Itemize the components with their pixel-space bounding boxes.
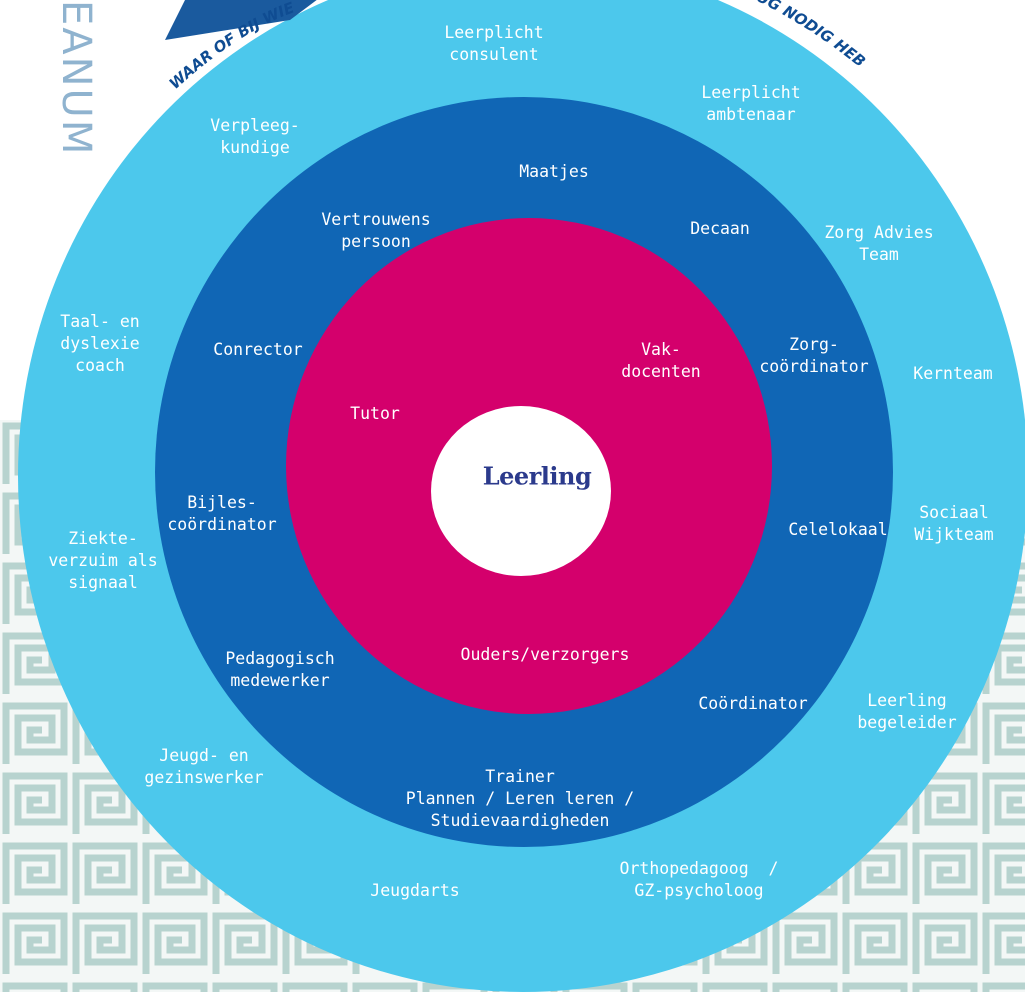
outer-label-verpleegkundige: Verpleeg- kundige [210, 116, 300, 157]
middle-label-pedagogisch: Pedagogisch medewerker [225, 649, 335, 690]
svg-text:RUG NODIG HEB: RUG NODIG HEB [743, 0, 869, 71]
inner-label-vakdocenten: Vak- docenten [621, 340, 701, 381]
outer-label-leerling-begeleider: Leerling begeleider [857, 691, 957, 732]
outer-label-jeugd-gezinswerker: Jeugd- en gezinswerker [144, 746, 264, 787]
outer-label-sociaal-wijkteam: Sociaal Wijkteam [914, 503, 994, 544]
outer-label-ziekteverzuim: Ziekte- verzuim als signaal [48, 529, 158, 592]
outer-label-taal-dyslexie: Taal- en dyslexie coach [60, 312, 140, 375]
middle-label-bijlescoordinator: Bijles- coördinator [167, 493, 277, 534]
outer-label-leerplicht-ambtenaar: Leerplicht ambtenaar [701, 83, 801, 124]
middle-label-vertrouwenspersoon: Vertrouwens persoon [321, 210, 431, 251]
middle-label-celelokaal: Celelokaal [788, 520, 888, 539]
middle-label-maatjes: Maatjes [519, 162, 589, 181]
inner-label-tutor: Tutor [350, 404, 400, 423]
center-label: Leerling [482, 461, 592, 491]
middle-label-trainer: Trainer Plannen / Leren leren / Studieva… [405, 767, 635, 830]
outer-label-leerplicht-consulent: Leerplicht consulent [444, 23, 544, 64]
outer-label-orthopedagoog: Orthopedagoog / GZ-psycholoog [619, 859, 779, 900]
logo-text: EANUM [53, 0, 99, 157]
outer-label-zorg-advies-team: Zorg Advies Team [824, 223, 934, 264]
outer-label-kernteam: Kernteam [913, 364, 993, 383]
middle-label-zorgcoordinator: Zorg- coördinator [759, 335, 869, 376]
outer-label-jeugdarts: Jeugdarts [370, 881, 460, 900]
arc-text-right: RUG NODIG HEB [743, 0, 869, 71]
middle-label-decaan: Decaan [690, 219, 750, 238]
inner-label-ouders: Ouders/verzorgers [460, 645, 630, 664]
middle-label-conrector: Conrector [213, 340, 303, 359]
middle-label-coordinator: Coördinator [698, 694, 808, 713]
center-circle [431, 406, 611, 576]
